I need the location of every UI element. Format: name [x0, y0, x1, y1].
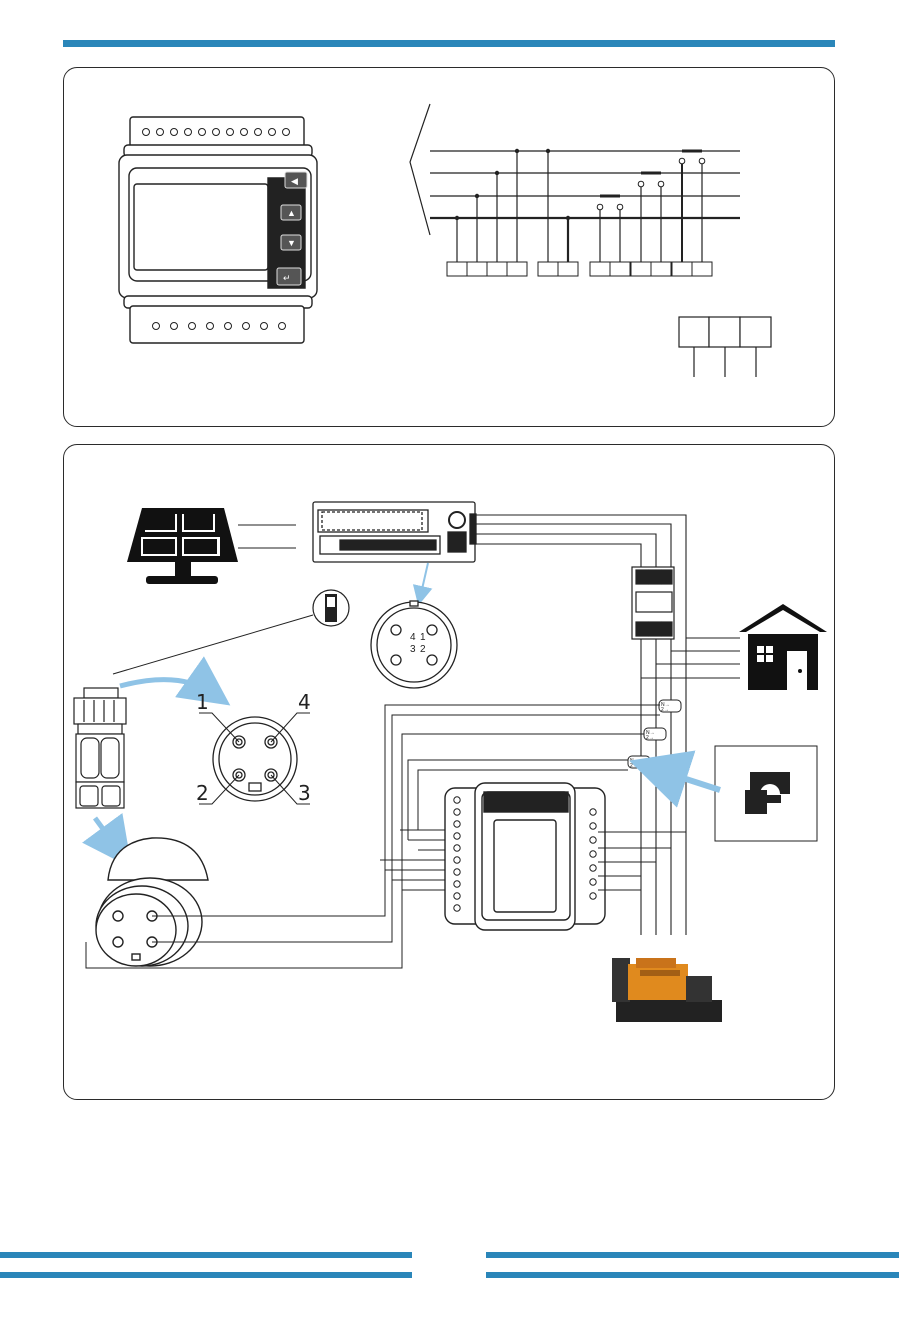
up-icon[interactable]: ▲ [287, 208, 296, 218]
inverter-icon [313, 502, 476, 562]
svg-text:2→: 2→ [661, 707, 669, 713]
terminal-block [447, 262, 712, 276]
pin-connector-face [213, 717, 297, 801]
port-label-1: 1 [420, 632, 426, 643]
connector-plug-icon [74, 688, 126, 808]
down-icon[interactable]: ▼ [287, 238, 296, 248]
breaker-icon [632, 567, 674, 639]
svg-text:2→: 2→ [646, 735, 654, 741]
bus-wiring [410, 104, 740, 262]
port-label-2: 2 [420, 644, 426, 655]
round-plug-icon [96, 838, 208, 966]
generator-icon [612, 958, 722, 1022]
bottom-meter [445, 783, 605, 930]
current-clamp-icon [715, 746, 817, 841]
pin-label-2: 2 [196, 781, 209, 805]
house-icon [739, 604, 827, 690]
enter-icon[interactable]: ↵ [283, 273, 291, 283]
plug-detail-icon [313, 590, 349, 626]
pin-label-1: 1 [196, 690, 209, 714]
port-label-3: 3 [410, 644, 416, 655]
pin-label-4: 4 [298, 690, 311, 714]
rs485-terminal [679, 317, 771, 377]
svg-text:2→: 2→ [630, 763, 638, 769]
ct-terminals [597, 158, 705, 210]
port-label-4: 4 [410, 632, 416, 643]
solar-panel-icon [127, 508, 238, 584]
bus-junctions [455, 149, 570, 220]
energy-meter [119, 117, 317, 343]
left-icon[interactable]: ◀ [291, 176, 298, 186]
pin-label-3: 3 [298, 781, 311, 805]
